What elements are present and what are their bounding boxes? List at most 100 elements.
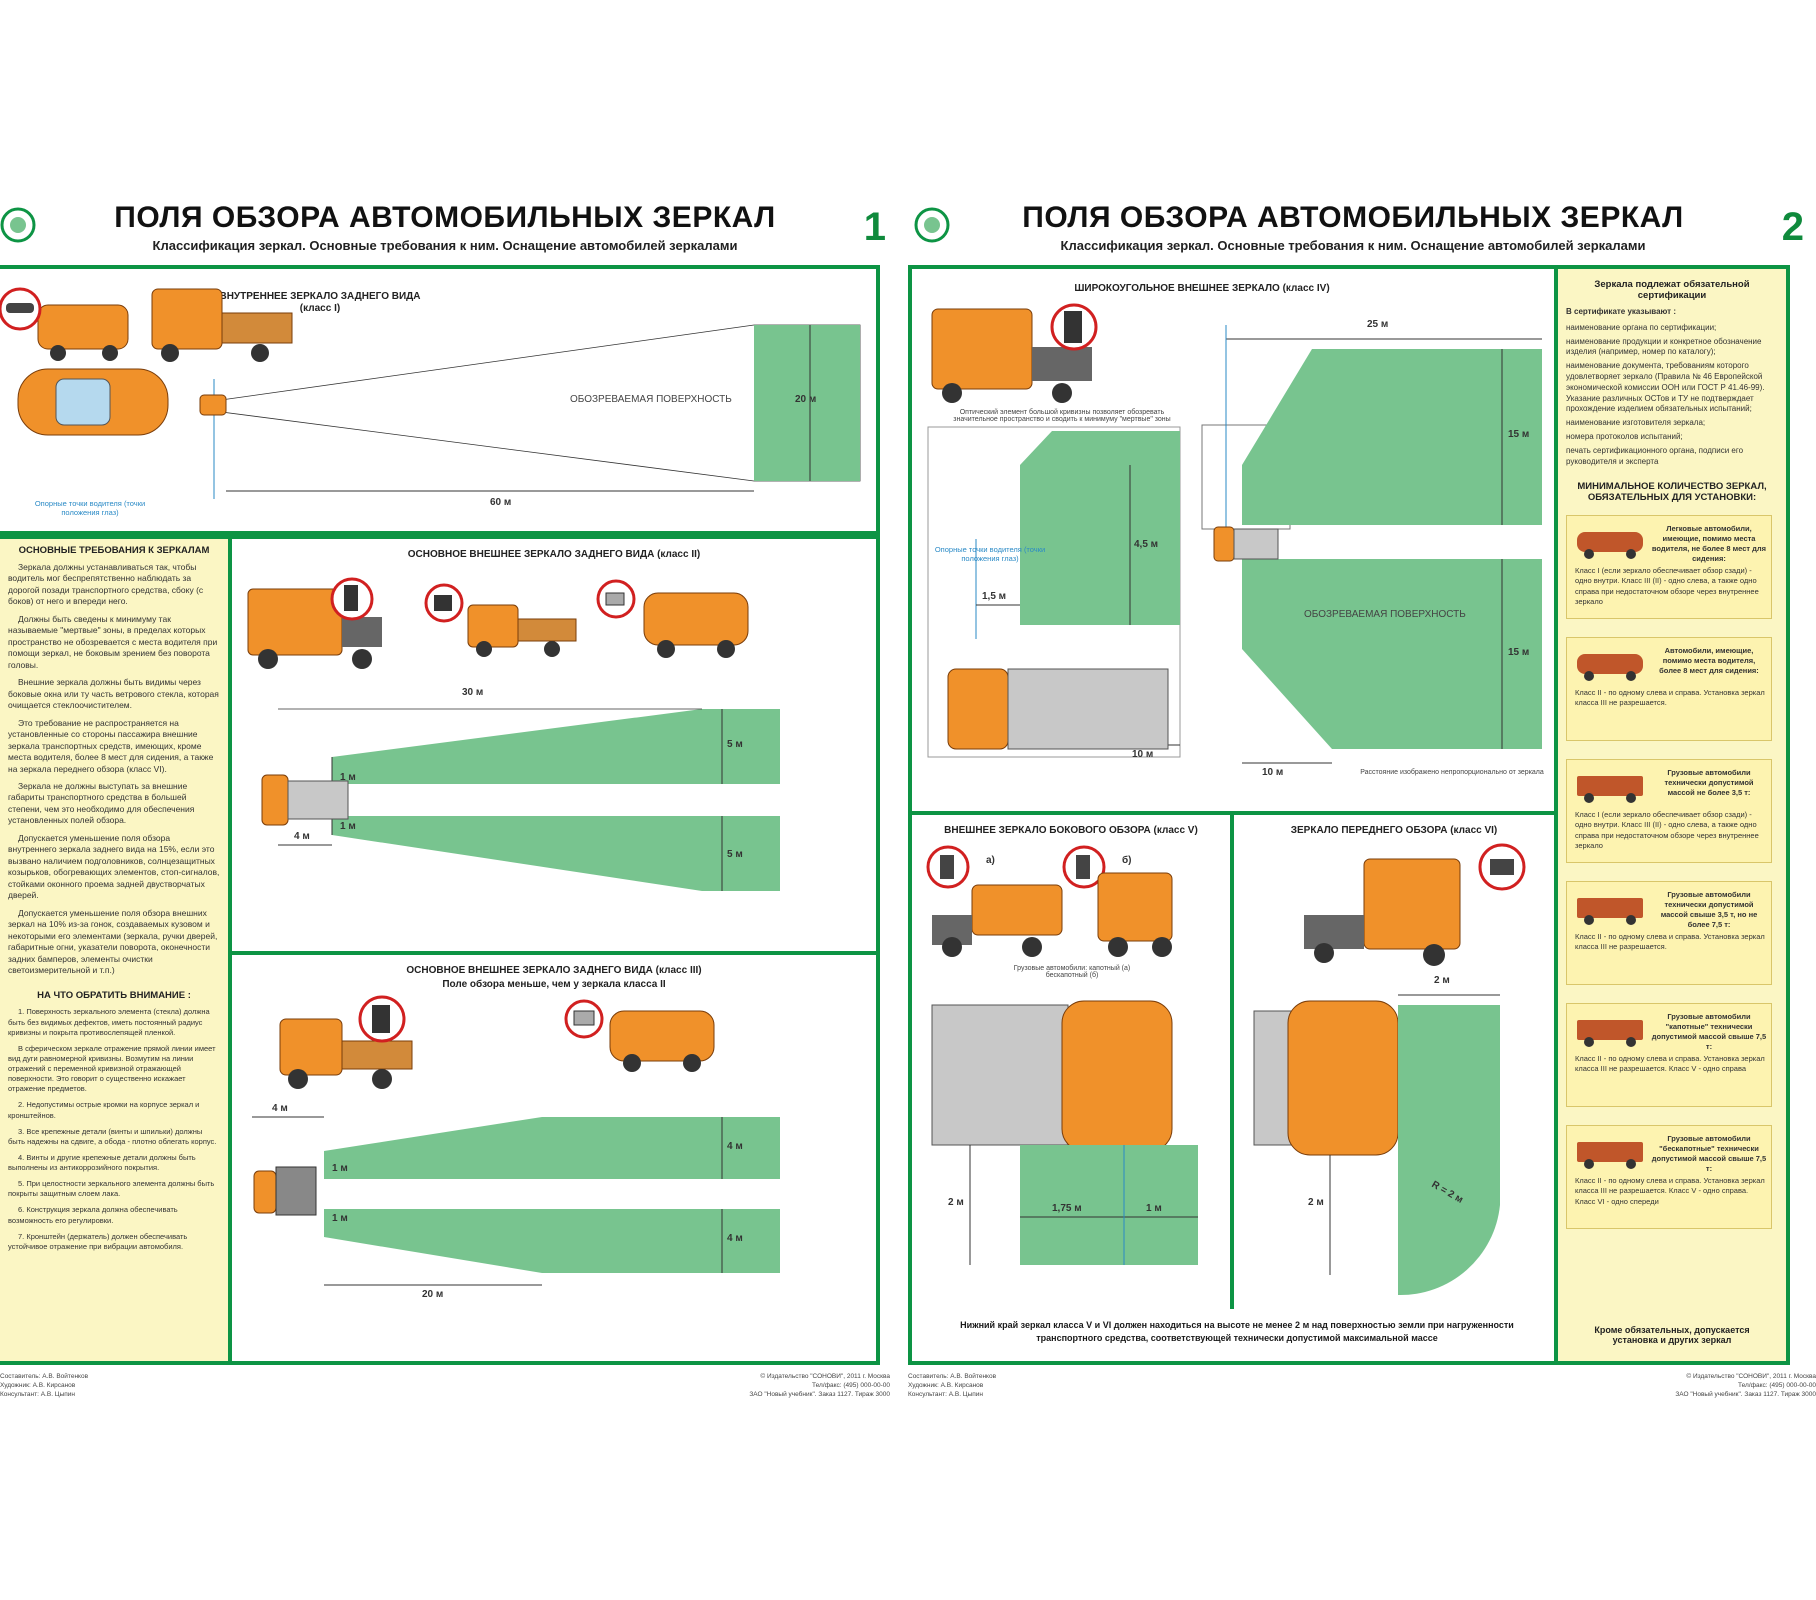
van-truck-icon xyxy=(1577,776,1643,804)
class4-left-distance-dim: 10 м xyxy=(1132,749,1154,760)
class3-field-diagram xyxy=(252,995,780,1286)
minimum-card-head: Грузовые автомобили "капотные" техническ… xyxy=(1651,1012,1767,1051)
class4-driver-note: Опорные точки водителя (точки положения … xyxy=(934,545,1046,563)
class2-title: ОСНОВНОЕ ВНЕШНЕЕ ЗЕРКАЛО ЗАДНЕГО ВИДА (к… xyxy=(407,549,701,560)
class5-label-b: б) xyxy=(1122,855,1132,866)
minimum-card: Грузовые автомобили технически допустимо… xyxy=(1566,881,1772,986)
attention-item: 2. Недопустимы острые кромки на корпусе … xyxy=(8,1100,200,1120)
minimum-card-body: Класс I (если зеркало обеспечивает обзор… xyxy=(1575,566,1759,606)
minimum-card: Грузовые автомобили технически допустимо… xyxy=(1566,759,1772,864)
minimum-card-head: Грузовые автомобили технически допустимо… xyxy=(1664,768,1754,797)
minimum-card-body: Класс II - по одному слева и справа. Уст… xyxy=(1575,1176,1765,1206)
class2-distance-dim: 30 м xyxy=(462,687,484,698)
poster2-footer-right: © Издательство "СОНОВИ", 2011 г. Москва … xyxy=(1675,1373,1816,1398)
class5-width-dim: 1,75 м xyxy=(1052,1203,1082,1214)
requirements-paragraph: Это требование не распространяется на ус… xyxy=(8,717,214,774)
class4-field-diagram xyxy=(927,303,1542,764)
poster-subtitle: Классификация зеркал. Основные требовани… xyxy=(152,238,738,253)
class5-label-a: а) xyxy=(986,855,995,866)
panel-class-3: ОСНОВНОЕ ВНЕШНЕЕ ЗЕРКАЛО ЗАДНЕГО ВИДА (к… xyxy=(228,951,880,1365)
class4-scale-note: Расстояние изображено непропорционально … xyxy=(1360,769,1544,776)
class3-width-top-dim: 4 м xyxy=(727,1141,743,1152)
class5-field-diagram xyxy=(926,845,1198,1265)
class5-caption: Грузовые автомобили: капотный (а) бескап… xyxy=(1013,965,1131,979)
poster1-footer-right: © Издательство "СОНОВИ", 2011 г. Москва … xyxy=(749,1373,890,1398)
minimum-closing: Кроме обязательных, допускается установк… xyxy=(1594,1325,1750,1345)
class4-left-width-dim: 4,5 м xyxy=(1134,539,1159,550)
class6-field-diagram xyxy=(1253,843,1526,1296)
class4-right-top-dim: 15 м xyxy=(1508,429,1530,440)
minimum-card-head: Легковые автомобили, имеющие, помимо мес… xyxy=(1651,524,1767,563)
poster-subtitle: Классификация зеркал. Основные требовани… xyxy=(1060,238,1646,253)
certification-title: Зеркала подлежат обязательной сертификац… xyxy=(1594,279,1750,301)
poster-title: ПОЛЯ ОБЗОРА АВТОМОБИЛЬНЫХ ЗЕРКАЛ xyxy=(1022,201,1684,234)
class3-title: ОСНОВНОЕ ВНЕШНЕЕ ЗЕРКАЛО ЗАДНЕГО ВИДА (к… xyxy=(406,965,702,976)
requirements-paragraph: Допускается уменьшение поля обзора внутр… xyxy=(8,832,220,901)
attention-item: 1. Поверхность зеркального элемента (сте… xyxy=(8,1007,210,1037)
panel-class-2: ОСНОВНОЕ ВНЕШНЕЕ ЗЕРКАЛО ЗАДНЕГО ВИДА (к… xyxy=(228,535,880,955)
sedan-icon xyxy=(1577,532,1643,560)
poster-2: ПОЛЯ ОБЗОРА АВТОМОБИЛЬНЫХ ЗЕРКАЛ Классиф… xyxy=(908,195,1816,1398)
interior-driver-note: Опорные точки водителя (точки положения … xyxy=(34,499,146,517)
certification-item: наименование документа, требованиям кото… xyxy=(1566,361,1765,414)
class2-width-bottom-dim: 5 м xyxy=(727,849,743,860)
requirements-paragraph: Зеркала не должны выступать за внешние г… xyxy=(8,780,195,826)
certification-item: печать сертификационного органа, подписи… xyxy=(1566,445,1744,466)
bottom-note: Нижний край зеркал класса V и VI должен … xyxy=(960,1320,1514,1343)
panel-interior-mirror: ВНУТРЕННЕЕ ЗЕРКАЛО ЗАДНЕГО ВИДА (класс I… xyxy=(0,265,880,535)
class4-right-bottom-dim: 15 м xyxy=(1508,647,1530,658)
publisher-logo-icon xyxy=(0,207,36,243)
poster-number: 1 xyxy=(863,205,886,249)
attention-item: В сферическом зеркале отражение прямой л… xyxy=(8,1043,216,1094)
interior-distance-dim: 60 м xyxy=(490,497,512,508)
class5-offset-dim: 1 м xyxy=(1146,1203,1162,1214)
panel-class-5: ВНЕШНЕЕ ЗЕРКАЛО БОКОВОГО ОБЗОРА (класс V… xyxy=(908,811,1234,1313)
class4-top-distance-dim: 25 м xyxy=(1367,319,1389,330)
class6-title: ЗЕРКАЛО ПЕРЕДНЕГО ОБЗОРА (класс VI) xyxy=(1290,825,1498,836)
minimum-card-body: Класс I (если зеркало обеспечивает обзор… xyxy=(1575,810,1759,850)
class3-offset-top-dim: 1 м xyxy=(332,1163,348,1174)
class4-note: Оптический элемент большой кривизны позв… xyxy=(953,409,1171,423)
requirements-text: Зеркала должны устанавливаться так, чтоб… xyxy=(0,562,228,976)
class3-width-bottom-dim: 4 м xyxy=(727,1233,743,1244)
minimum-card: Грузовые автомобили "капотные" техническ… xyxy=(1566,1003,1772,1108)
class2-start-dim: 4 м xyxy=(294,831,310,842)
minimum-card-body: Класс II - по одному слева и справа. Уст… xyxy=(1575,932,1765,952)
class5-height-dim: 2 м xyxy=(948,1197,964,1208)
requirements-paragraph: Должны быть сведены к минимуму так назыв… xyxy=(8,613,218,670)
certification-list: В сертификате указывают : наименование о… xyxy=(1558,307,1786,467)
class2-offset-bottom-dim: 1 м xyxy=(340,821,356,832)
panel-class-6: ЗЕРКАЛО ПЕРЕДНЕГО ОБЗОРА (класс VI) 2 м … xyxy=(1230,811,1558,1313)
minibus-icon xyxy=(1577,654,1643,682)
flatbed-truck-icon xyxy=(1577,898,1643,926)
class4-left-offset-dim: 1,5 м xyxy=(982,591,1007,602)
minimum-title: МИНИМАЛЬНОЕ КОЛИЧЕСТВО ЗЕРКАЛ, ОБЯЗАТЕЛЬ… xyxy=(1577,481,1767,504)
minimum-card-head: Грузовые автомобили технически допустимо… xyxy=(1660,890,1758,929)
minimum-card: Грузовые автомобили "бескапотные" технич… xyxy=(1566,1125,1772,1230)
attention-item: 6. Конструкция зеркала должна обеспечива… xyxy=(8,1205,178,1225)
minimum-card-head: Автомобили, имеющие, помимо места водите… xyxy=(1659,646,1759,675)
requirements-paragraph: Зеркала должны устанавливаться так, чтоб… xyxy=(8,562,204,607)
poster1-footer-left: Составитель: А.В. Войтенков Художник: А.… xyxy=(0,1373,89,1398)
poster-number: 2 xyxy=(1781,205,1804,249)
panel-certification: Зеркала подлежат обязательной сертификац… xyxy=(1554,265,1790,1365)
interior-class: (класс I) xyxy=(299,303,341,314)
interior-surface-label: ОБОЗРЕВАЕМАЯ ПОВЕРХНОСТЬ xyxy=(570,394,732,405)
class3-offset-bottom-dim: 1 м xyxy=(332,1213,348,1224)
class6-width-dim: 2 м xyxy=(1434,975,1450,986)
poster-title: ПОЛЯ ОБЗОРА АВТОМОБИЛЬНЫХ ЗЕРКАЛ xyxy=(114,201,776,234)
class2-field-diagram xyxy=(247,577,780,891)
certification-intro: В сертификате указывают : xyxy=(1566,307,1676,316)
requirements-paragraph: Внешние зеркала должны быть видимы через… xyxy=(8,677,219,711)
certification-item: наименование изготовителя зеркала; xyxy=(1566,418,1706,428)
requirements-paragraph: Допускается уменьшение поля обзора внешн… xyxy=(8,907,218,975)
class2-offset-top-dim: 1 м xyxy=(340,772,356,783)
panel-bottom-note: Нижний край зеркал класса V и VI должен … xyxy=(908,1309,1558,1365)
certification-item: номера протоколов испытаний; xyxy=(1566,431,1683,441)
hood-truck-icon xyxy=(1577,1020,1643,1048)
interior-width-dim: 20 м xyxy=(795,394,817,405)
class5-title: ВНЕШНЕЕ ЗЕРКАЛО БОКОВОГО ОБЗОРА (класс V… xyxy=(944,825,1198,836)
class2-width-top-dim: 5 м xyxy=(727,739,743,750)
attention-text: 1. Поверхность зеркального элемента (сте… xyxy=(0,1007,228,1252)
class4-title: ШИРОКОУГОЛЬНОЕ ВНЕШНЕЕ ЗЕРКАЛО (класс IV… xyxy=(1074,283,1330,294)
